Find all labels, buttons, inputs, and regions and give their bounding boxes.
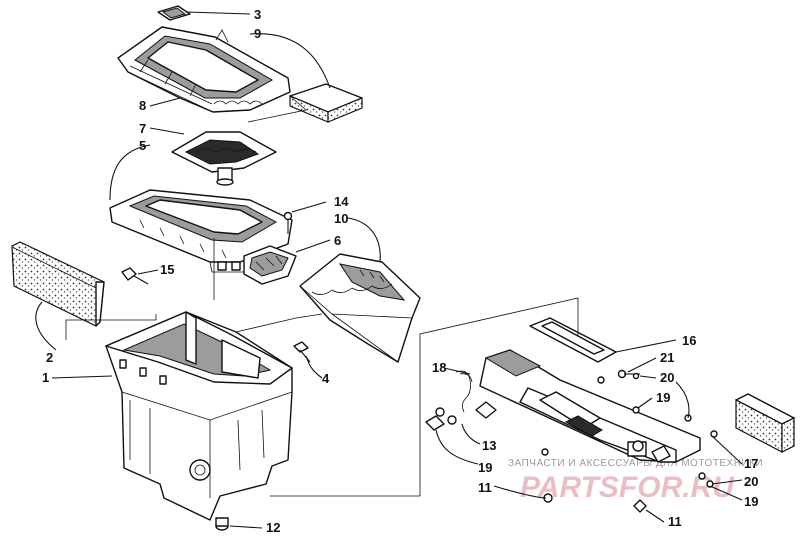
callout-8: 8 bbox=[139, 98, 146, 113]
callout-17: 17 bbox=[744, 456, 758, 471]
part-15-sensor bbox=[121, 267, 149, 285]
part-16-frame-gasket bbox=[529, 317, 617, 363]
callout-12: 12 bbox=[266, 520, 280, 535]
part-9-filter-pad bbox=[289, 83, 363, 123]
callout-16: 16 bbox=[682, 333, 696, 348]
callout-19-bottom: 19 bbox=[744, 494, 758, 509]
callout-13: 13 bbox=[482, 438, 496, 453]
part-8-airbox-lid bbox=[117, 26, 291, 113]
callout-19-left: 19 bbox=[478, 460, 492, 475]
part-12-cap bbox=[215, 517, 229, 531]
watermark-caption: ЗАПЧАСТИ И АКСЕССУАРЫ ДЛЯ МОТОТЕХНИКИ bbox=[508, 458, 763, 469]
part-6-bracket bbox=[243, 245, 297, 285]
callout-labels: 3 9 8 7 5 14 10 6 15 2 1 4 12 16 21 18 2… bbox=[42, 7, 758, 535]
part-2-side-filter bbox=[11, 241, 105, 327]
callout-5: 5 bbox=[139, 138, 146, 153]
callout-11-bottom: 11 bbox=[668, 514, 682, 529]
callout-20-top: 20 bbox=[660, 370, 674, 385]
callout-9: 9 bbox=[254, 26, 261, 41]
part-4-bolt bbox=[293, 341, 311, 363]
part-18-intake-duct bbox=[455, 349, 701, 463]
part-1-main-airbox bbox=[105, 311, 293, 521]
callout-20-bottom: 20 bbox=[744, 474, 758, 489]
callout-21: 21 bbox=[660, 350, 674, 365]
part-10-intake-silencer bbox=[299, 253, 421, 363]
leader-lines bbox=[35, 11, 743, 529]
callout-6: 6 bbox=[334, 233, 341, 248]
callout-1: 1 bbox=[42, 370, 49, 385]
callout-19-top: 19 bbox=[656, 390, 670, 405]
callout-10: 10 bbox=[334, 211, 348, 226]
callout-14: 14 bbox=[334, 194, 349, 209]
part-7-intake-cover bbox=[171, 131, 277, 186]
part-5-airbox-base bbox=[109, 189, 293, 273]
callout-11-left: 11 bbox=[478, 480, 492, 495]
callout-18: 18 bbox=[432, 360, 446, 375]
callout-3: 3 bbox=[254, 7, 261, 22]
part-3-gasket bbox=[157, 5, 191, 21]
callout-7: 7 bbox=[139, 121, 146, 136]
part-17-rear-filter bbox=[735, 393, 795, 453]
callout-15: 15 bbox=[160, 262, 174, 277]
part-14-screw bbox=[283, 211, 293, 234]
callout-4: 4 bbox=[322, 371, 330, 386]
callout-2: 2 bbox=[46, 350, 53, 365]
